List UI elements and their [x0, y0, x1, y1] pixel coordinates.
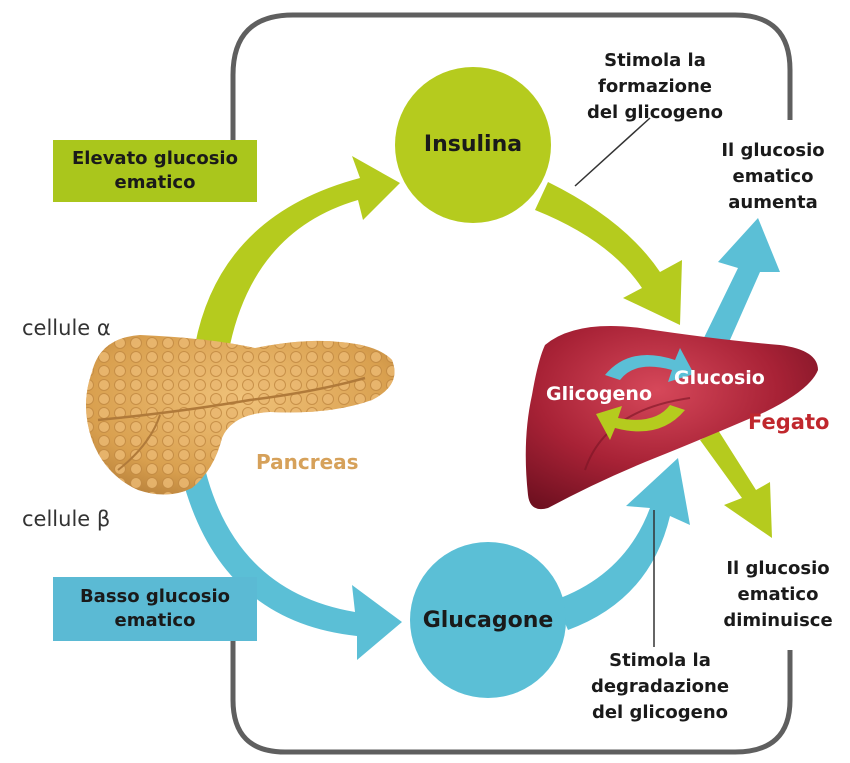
glucagon-label: Glucagone	[415, 608, 561, 633]
leader-line-formation	[575, 118, 650, 186]
arrow-glucose-rises	[698, 218, 780, 358]
pancreas-label: Pancreas	[256, 450, 359, 474]
arrow-insulin-to-liver	[535, 182, 682, 325]
alpha-cells-label: cellule α	[22, 316, 111, 340]
arrow-glucose-falls	[700, 430, 772, 538]
glucose-falls-note: Il glucosio ematico diminuisce	[706, 556, 850, 634]
beta-cells-label: cellule β	[22, 507, 110, 531]
low-glucose-box: Basso glucosio ematico	[53, 577, 257, 641]
high-glucose-box: Elevato glucosio ematico	[53, 140, 257, 202]
glucose-rises-note: Il glucosio ematico aumenta	[698, 138, 848, 216]
liver-label: Fegato	[748, 410, 829, 434]
low-glucose-label: Basso glucosio ematico	[80, 585, 230, 633]
breakdown-note: Stimola la degradazione del glicogeno	[580, 648, 740, 726]
insulin-label: Insulina	[410, 132, 536, 157]
high-glucose-label: Elevato glucosio ematico	[72, 147, 238, 195]
glucose-label: Glucosio	[674, 367, 765, 389]
glycogen-label: Glicogeno	[546, 383, 652, 405]
formation-note: Stimola la formazione del glicogeno	[570, 48, 740, 126]
